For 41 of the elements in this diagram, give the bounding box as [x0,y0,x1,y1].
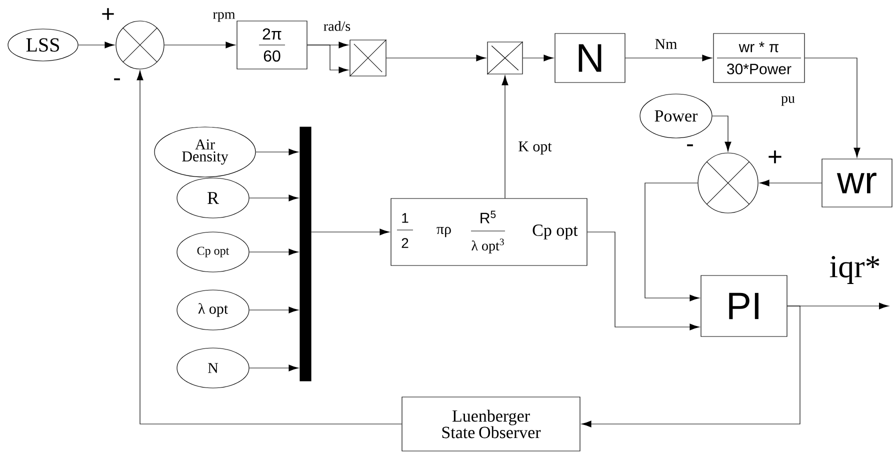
arrow [249,364,299,372]
arrow [136,70,402,424]
arrow [78,42,115,48]
arrow [311,228,390,236]
controller-block: PI [700,275,788,337]
arrow [581,306,800,428]
arrow [249,248,299,256]
sign-label: - [687,144,693,146]
sign-label: + [768,150,782,164]
edge-label: rad/s [322,20,352,32]
gain-block: wr * π 30*Power [713,33,805,83]
edge-label: rpm [212,11,236,23]
arrow [164,42,236,48]
arrow [625,54,712,62]
gain-block: N [554,33,626,83]
observer-block: Luenberger State Observer [402,396,580,452]
arrow [712,116,732,152]
gain-block: 1 2 πρ R$^{5}$ λ opt$^{3}$ Cp opt [390,198,588,266]
arrow [522,54,554,62]
arrow [587,232,700,330]
edge-label: K opt [517,140,553,156]
arrow [249,194,299,202]
arrow [307,44,349,74]
unit-label: pu [781,96,795,106]
gain-block: 2π 60 [236,20,308,70]
edge-label: iqr* [828,255,882,285]
arrow [644,182,700,302]
arrow [759,180,822,186]
edge-label: Nm [654,38,678,50]
sign-label: + [102,8,114,20]
arrow [804,58,860,158]
arrow [502,75,508,198]
sign-label: - [114,78,120,80]
signal-block: wr [822,158,892,208]
summing-junction [698,152,758,214]
summing-junction [116,20,164,70]
multiplier-block [349,39,387,77]
arrow [386,54,486,62]
arrow [249,306,299,314]
arrow [256,148,299,156]
multiplier-block [486,41,524,75]
